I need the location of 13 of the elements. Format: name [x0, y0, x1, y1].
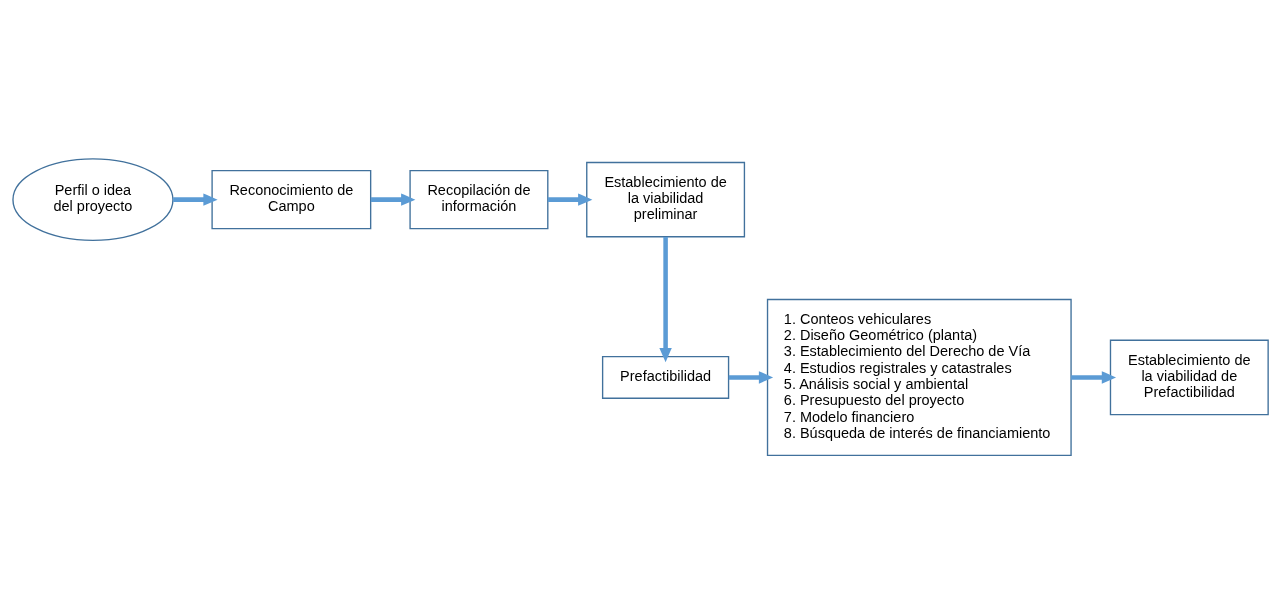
arrow: [370, 192, 416, 206]
arrow: [1071, 370, 1117, 384]
node-box: Reconocimiento de Campo: [211, 169, 372, 229]
node-box: Prefactibilidad: [601, 355, 730, 399]
arrow: [659, 236, 672, 362]
node-box: Establecimiento de la viabilidad preliminar: [586, 161, 746, 237]
arrow: [547, 192, 593, 206]
node-box: Recopilación de información: [409, 169, 549, 229]
node-box: 1. Conteos vehiculares 2. Diseño Geométrico (planta) 3. Establecimiento del Derecho de Vía 4. Estudios registrales y catastrales 5. Análisis social y ambiental 6. Presupuesto del proyecto 7. Modelo financiero 8. Búsqueda de interés de financiamiento: [766, 298, 1072, 456]
arrow: [173, 192, 218, 206]
node-ellipse: Perfil o idea del proyecto: [12, 157, 174, 241]
node-box: Establecimiento de la viabilidad de Prefactibilidad: [1109, 339, 1269, 415]
arrow: [728, 370, 774, 384]
